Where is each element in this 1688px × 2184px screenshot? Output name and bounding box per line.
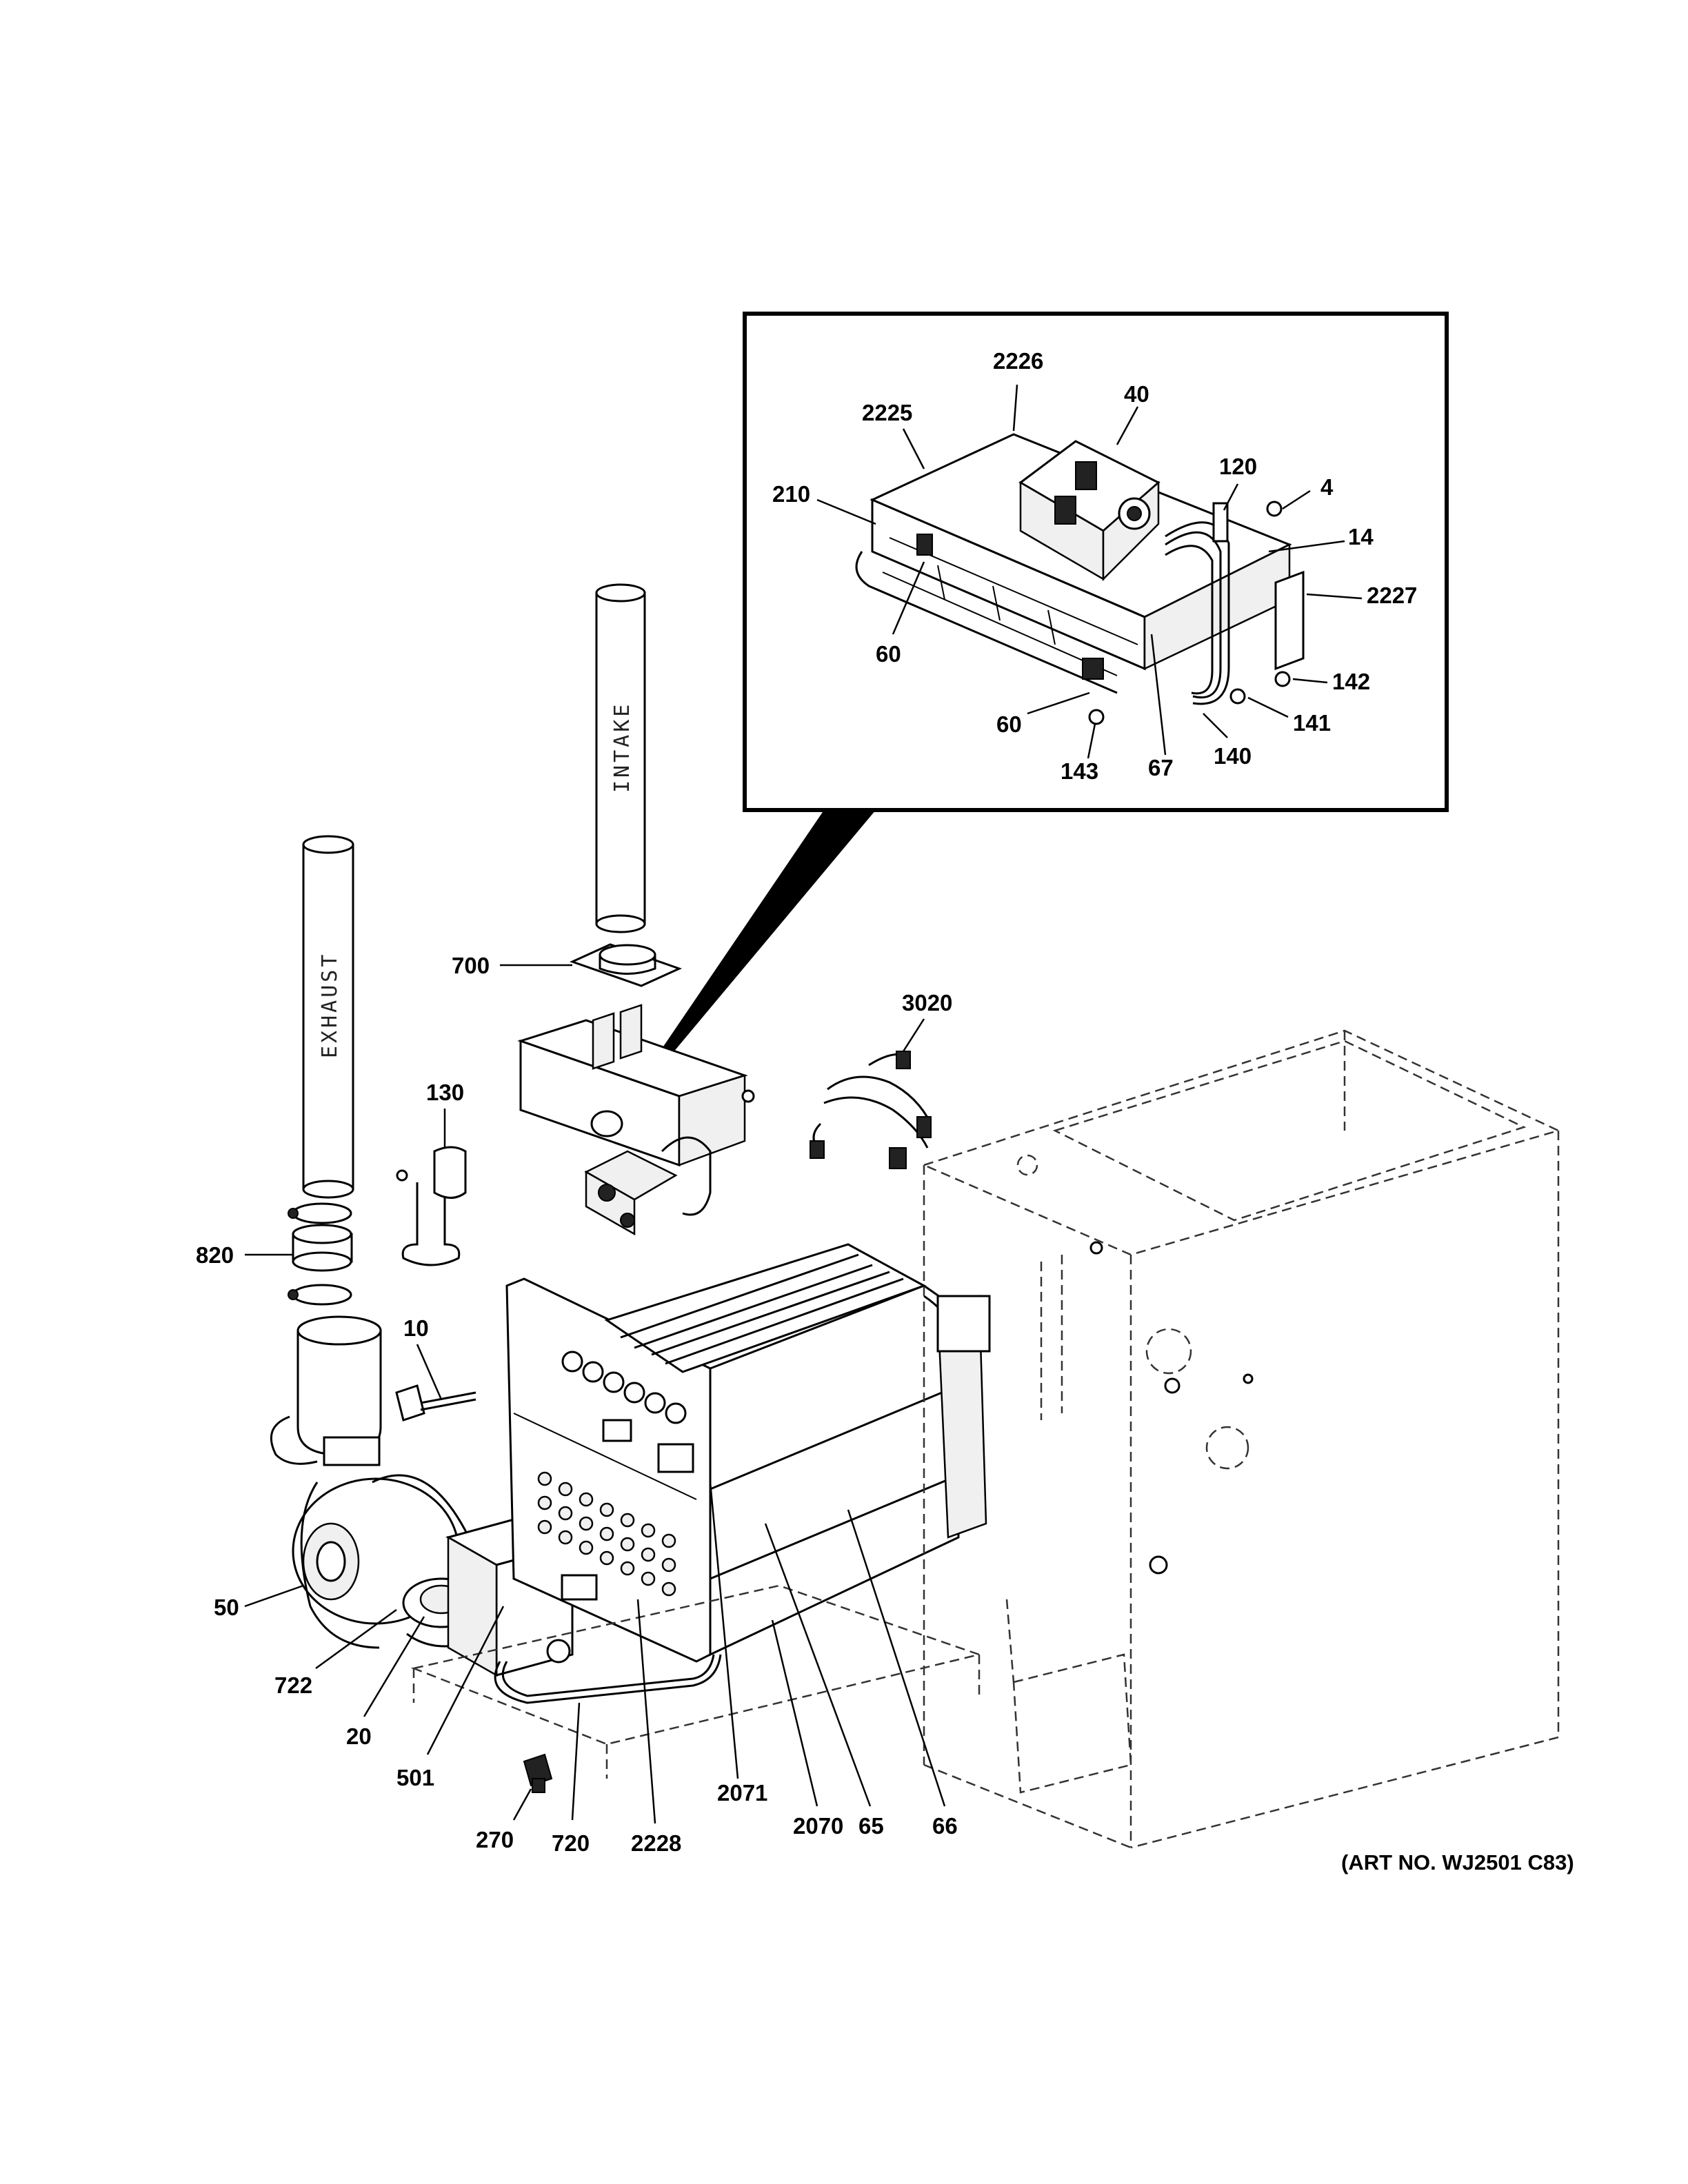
callout-501: 501 xyxy=(396,1765,434,1790)
callout-40: 40 xyxy=(1124,381,1149,407)
callout-141: 141 xyxy=(1293,710,1331,736)
inset-leader-lines xyxy=(816,384,1363,759)
intake-collar-plate xyxy=(569,943,683,987)
exhaust-pipe: EXHAUST xyxy=(302,835,354,1199)
callout-2225: 2225 xyxy=(862,400,912,425)
callout-65: 65 xyxy=(858,1813,884,1839)
callout-130: 130 xyxy=(426,1080,464,1105)
callout-120: 120 xyxy=(1219,454,1257,479)
art-number: (ART NO. WJ2501 C83) xyxy=(1341,1850,1574,1874)
wire-harness xyxy=(810,1051,932,1169)
flame-sensor xyxy=(395,1384,476,1422)
callout-142: 142 xyxy=(1332,669,1370,694)
callout-10: 10 xyxy=(403,1315,429,1341)
callout-270: 270 xyxy=(476,1827,514,1852)
callout-60-upper: 60 xyxy=(876,641,901,667)
callout-722: 722 xyxy=(274,1672,312,1698)
heat-exchanger-body xyxy=(604,1243,991,1657)
callout-2071: 2071 xyxy=(717,1780,767,1806)
callout-4: 4 xyxy=(1320,474,1334,500)
exhaust-coupling xyxy=(288,1202,353,1306)
callout-2070: 2070 xyxy=(793,1813,843,1839)
callout-3020: 3020 xyxy=(902,990,952,1015)
condensate-drain-tube xyxy=(501,1654,715,1697)
main-leader-lines xyxy=(244,964,946,1824)
callout-210: 210 xyxy=(772,481,810,507)
callout-2228: 2228 xyxy=(631,1830,681,1856)
burner-assembly-drawing xyxy=(855,433,1305,725)
callout-50: 50 xyxy=(214,1595,239,1620)
callout-143: 143 xyxy=(1061,758,1098,784)
flue-adapter xyxy=(396,1146,467,1266)
callout-2226: 2226 xyxy=(993,348,1043,374)
inset-detail: 2226 40 2225 120 210 4 14 2227 60 142 14… xyxy=(641,312,1449,1082)
drain-trap xyxy=(523,1753,553,1793)
callout-14: 14 xyxy=(1348,524,1374,549)
condensate-drain-tube-outline xyxy=(494,1654,722,1704)
callout-700: 700 xyxy=(452,953,490,978)
callout-720: 720 xyxy=(552,1830,590,1856)
lower-port-grid xyxy=(537,1471,676,1597)
intake-pipe: INTAKE xyxy=(595,583,646,933)
furnace-cabinet-outline xyxy=(410,1029,1561,1849)
callout-67: 67 xyxy=(1148,755,1174,780)
callout-820: 820 xyxy=(196,1242,234,1268)
exhaust-pipe-label: EXHAUST xyxy=(318,952,342,1058)
gas-valve-drawing xyxy=(1018,440,1160,582)
callout-2227: 2227 xyxy=(1367,583,1417,608)
callout-66: 66 xyxy=(932,1813,958,1839)
burner-box-assembly xyxy=(517,1004,755,1236)
intake-pipe-label: INTAKE xyxy=(610,702,634,793)
callout-20: 20 xyxy=(346,1723,372,1749)
callout-60-lower: 60 xyxy=(996,711,1022,737)
callout-140: 140 xyxy=(1214,743,1252,769)
